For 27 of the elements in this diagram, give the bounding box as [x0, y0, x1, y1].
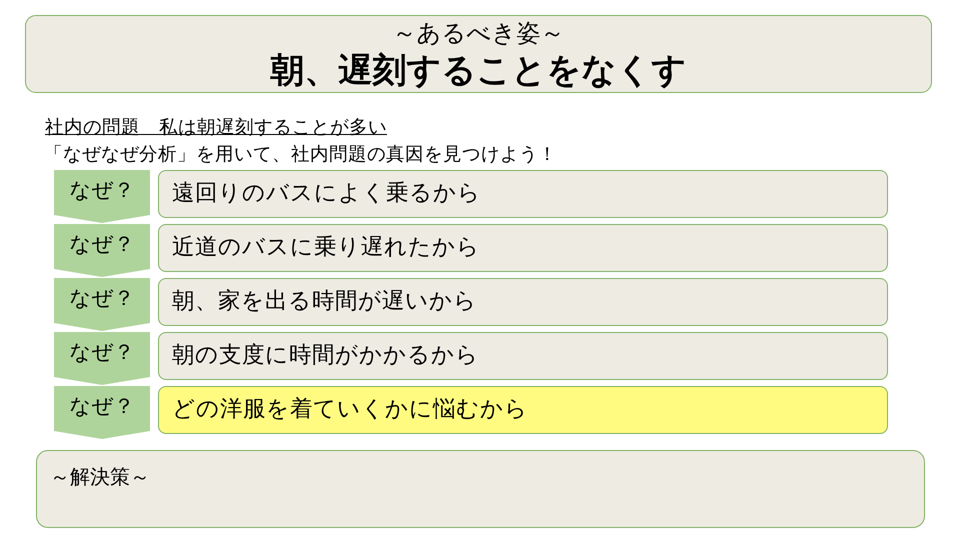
- reason-text: 近道のバスに乗り遅れたから: [172, 235, 480, 261]
- chevron-block: [54, 278, 150, 331]
- goal-box: [25, 15, 932, 93]
- reason-text: 遠回りのバスによく乗るから: [172, 181, 481, 207]
- reason-box: [158, 170, 888, 218]
- instruction-text: 「なぜなぜ分析」を用いて、社内問題の真因を見つけよう！: [44, 144, 557, 166]
- chevron-block: [54, 332, 150, 385]
- step-label: なぜ？: [70, 232, 134, 256]
- reason-text: 朝、家を出る時間が遅いから: [172, 289, 477, 315]
- reason-box: [158, 386, 888, 434]
- step-label: なぜ？: [70, 340, 134, 364]
- chevron-block: [54, 224, 150, 277]
- step-label: なぜ？: [70, 286, 134, 310]
- step-label: なぜ？: [70, 178, 134, 202]
- goal-title: 朝、遅刻することをなくす: [270, 51, 686, 91]
- chevron-block: [54, 386, 150, 439]
- solution-box: [36, 450, 925, 528]
- subtitle: ～あるべき姿～: [392, 20, 564, 48]
- reason-text: 朝の支度に時間がかかるから: [172, 343, 479, 369]
- reason-text: どの洋服を着ていくかに悩むから: [172, 397, 528, 423]
- reason-box: [158, 332, 888, 380]
- box-heading: ～解決策～: [50, 466, 150, 488]
- problem-statement: 社内の問題 私は朝遅刻することが多い: [45, 117, 387, 138]
- step-label: なぜ？: [70, 394, 134, 418]
- reason-box: [158, 224, 888, 272]
- reason-box: [158, 278, 888, 326]
- chevron-block: [54, 170, 150, 223]
